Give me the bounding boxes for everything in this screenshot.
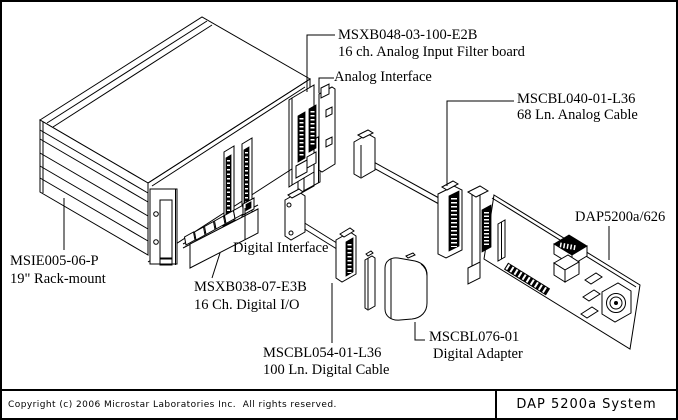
analog-cable [353,129,463,259]
footer-bar: Copyright (c) 2006 Microstar Laboratorie… [2,389,676,418]
label-msxb048-line2: 16 ch. Analog Input Filter board [338,44,526,60]
analog-connector-strip-1 [297,111,306,163]
leader-mscbl040 [446,100,514,186]
labels: MSXB048-03-100-E2B 16 ch. Analog Input F… [10,27,665,378]
label-msxb038-line2: 16 Ch. Digital I/O [194,297,300,313]
digital-cable-connector-a [284,188,306,241]
system-name-box: DAP 5200a System [495,391,676,418]
label-mscbl054-line2: 100 Ln. Digital Cable [263,362,389,378]
label-mscbl076-line1: MSCBL076-01 [429,329,519,345]
analog-cable-band [369,159,440,199]
label-mscbl040-line2: 68 Ln. Analog Cable [517,107,638,123]
digital-interface-connector [242,197,255,216]
digital-cable [284,188,357,283]
component-row [580,272,603,319]
label-msie005-line2: 19" Rack-mount [10,271,106,287]
dap-board [466,185,641,350]
analog-cable-connector-a [353,129,376,179]
digital-io-board-sheet [189,208,259,269]
label-digital-interface: Digital Interface [233,240,328,256]
chip-small [553,254,580,283]
digital-cable-connector-b [335,227,357,283]
analog-interface-board [288,83,336,188]
label-mscbl076-line2: Digital Adapter [433,346,523,362]
label-mscbl054-line1: MSCBL054-01-L36 [263,345,381,361]
system-diagram: MSXB048-03-100-E2B 16 ch. Analog Input F… [10,16,665,378]
left-rack-ear [149,188,178,266]
edge-fingers [503,262,551,296]
chassis-left-face [39,119,149,256]
pci-bracket [466,185,492,285]
copyright-text: Copyright (c) 2006 Microstar Laboratorie… [8,399,337,410]
label-msxb038-line1: MSXB038-07-E3B [194,279,307,295]
analog-board-bracket [318,83,336,173]
rack-chassis [39,16,321,269]
analog-cable-connector-b [437,180,463,259]
round-component [601,282,632,323]
label-dap5200a: DAP5200a/626 [575,209,665,225]
leader-msxb048 [306,34,335,92]
adapter-clip [384,257,428,321]
leader-analog-interface [318,77,334,93]
label-msxb048-line1: MSXB048-03-100-E2B [338,27,477,43]
adapter-bracket [364,255,376,311]
leader-msxb038 [211,252,221,279]
label-msie005-line1: MSIE005-06-P [10,253,99,269]
leader-mscbl076 [414,322,425,341]
label-mscbl040-line1: MSCBL040-01-L36 [517,91,635,107]
bracket-connector [481,204,492,253]
analog-connector-strip-2 [308,104,317,153]
digital-cable-band [302,221,341,246]
board-header [497,219,506,262]
leader-lines [63,34,610,343]
label-analog-interface: Analog Interface [334,69,432,85]
digital-adapter [364,250,428,321]
